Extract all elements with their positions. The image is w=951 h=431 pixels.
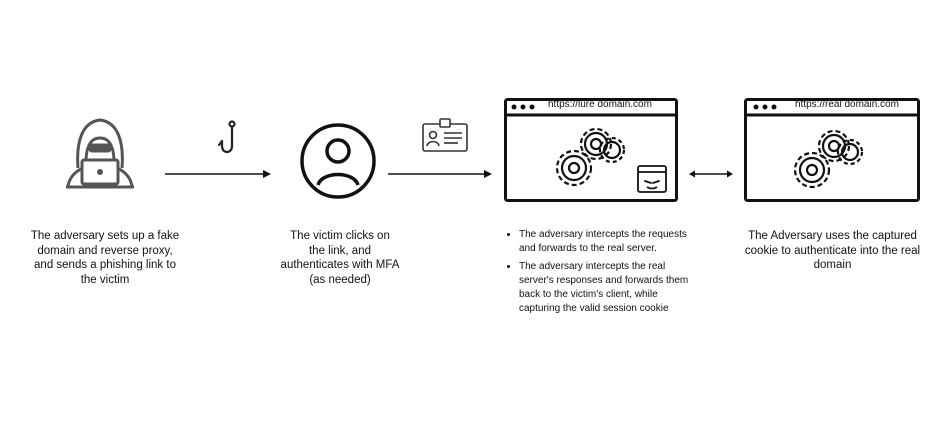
proxy-browser-window <box>504 98 678 202</box>
real-url: https://real domain.com <box>795 99 899 110</box>
proxy-bullets: The adversary intercepts the requests an… <box>505 228 695 320</box>
window-dot-1 <box>511 104 517 110</box>
victim-caption: The victim clicks on the link, and authe… <box>280 230 400 286</box>
hacker-laptop-icon <box>66 118 134 189</box>
window-dot-3 <box>771 104 777 110</box>
villain-window-icon <box>637 165 667 193</box>
id-badge-icon <box>422 118 468 152</box>
window-dot-2 <box>520 104 526 110</box>
bullet-item: The adversary intercepts the requests an… <box>519 228 695 256</box>
user-circle-icon <box>300 123 376 199</box>
fishing-hook-icon <box>217 120 236 154</box>
gears-icon <box>555 127 626 187</box>
real-caption: The Adversary uses the captured cookie t… <box>744 230 921 271</box>
lure-url: https://lure domain.com <box>548 99 652 110</box>
double-arrow <box>689 170 733 178</box>
window-dot-3 <box>529 104 535 110</box>
bullet-item: The adversary intercepts the real server… <box>519 260 695 316</box>
window-dot-1 <box>753 104 759 110</box>
window-dot-2 <box>762 104 768 110</box>
arrow-right-2 <box>388 170 492 178</box>
arrow-right-1 <box>165 170 271 178</box>
gears-icon <box>793 129 864 189</box>
adversary-caption: The adversary sets up a fake domain and … <box>30 230 180 286</box>
